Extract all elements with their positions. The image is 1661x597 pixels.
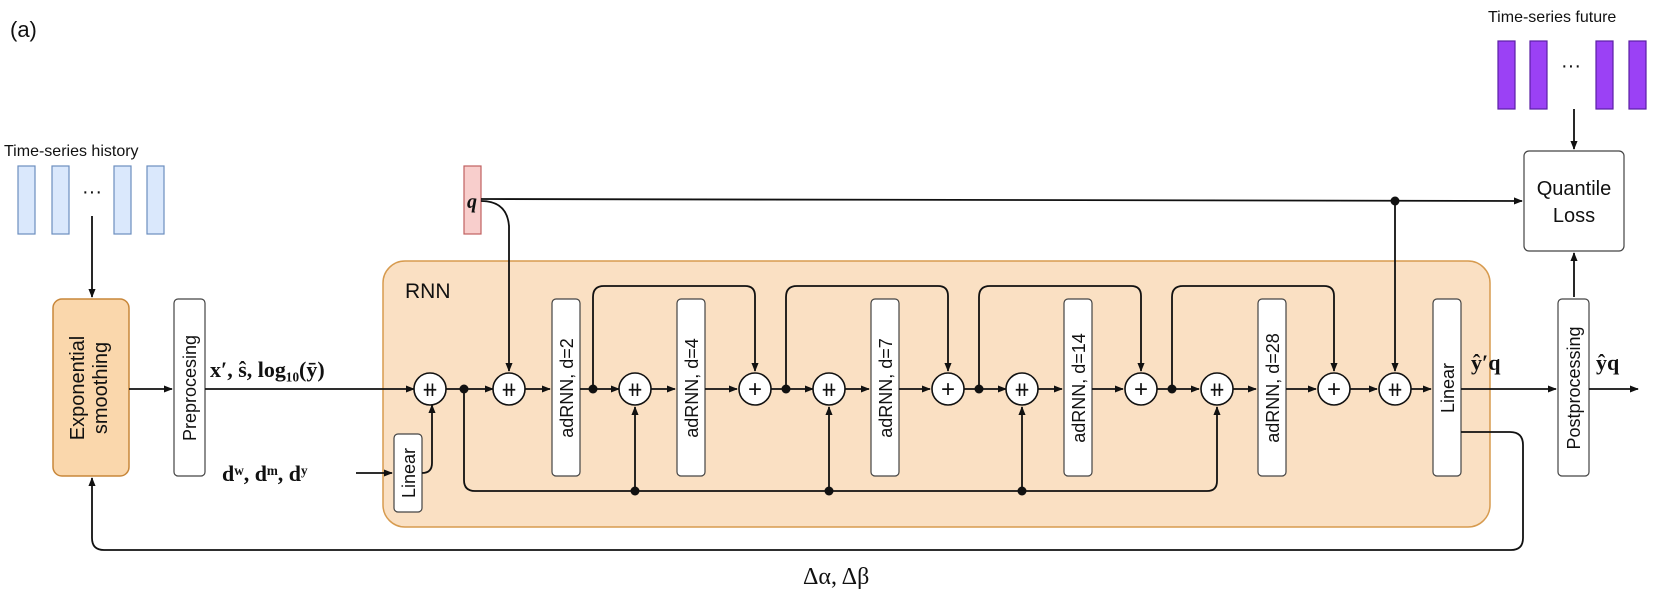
adrnn-block: adRNN, d=4 [676,298,706,477]
add-symbol: + [748,376,762,403]
future-bar [1529,40,1548,110]
adrnn-label: adRNN, d=2 [557,338,577,438]
future-bar [1595,40,1614,110]
concat-symbol: ⧺ [627,379,644,401]
add-operator: + [738,372,772,406]
concat-operator: ⧺ [1200,372,1234,406]
add-symbol: + [1134,376,1148,403]
adrnn-label: adRNN, d=7 [876,338,896,438]
add-operator: + [931,372,965,406]
exponential-smoothing-block: Exponential smoothing [52,298,130,477]
exp-smoothing-line2: smoothing [90,342,112,434]
concat-symbol: ⧺ [821,379,838,401]
concat-symbol: ⧺ [1387,379,1404,401]
q-input: q [463,165,482,235]
adrnn-label: adRNN, d=28 [1263,333,1283,443]
panel-label: (a) [10,17,37,42]
future-bar [1497,40,1516,110]
quantile-loss-line1: Quantile [1537,178,1612,200]
time-series-future: Time-series future ··· [1488,9,1647,110]
yq-label: ŷq [1596,350,1620,375]
history-bar [146,165,165,235]
concat-operator: ⧺ [812,372,846,406]
postprocessing-label: Postprocessing [1564,326,1584,449]
future-label: Time-series future [1488,9,1616,26]
postprocessing-block: Postprocessing [1557,298,1590,477]
connections [88,109,1639,551]
concat-symbol: ⧺ [422,379,439,401]
history-bar [113,165,132,235]
future-bar [1628,40,1647,110]
yq-prime-label: ŷ′q [1471,350,1501,375]
adrnn-label: adRNN, d=14 [1069,333,1089,443]
future-dots: ··· [1561,55,1581,77]
adrnn-block: adRNN, d=2 [551,298,581,477]
history-bar [17,165,36,235]
linear-output-label: Linear [1438,363,1458,413]
linear-input-label: Linear [399,448,419,498]
feedback-label: Δα, Δβ [803,564,869,590]
junction-dot [1017,486,1027,496]
adrnn-block: adRNN, d=7 [870,298,900,477]
concat-symbol: ⧺ [501,379,518,401]
features-label: x′, ŝ, log₁₀(ȳ) [210,357,325,382]
junction-dot [459,384,469,394]
preprocessing-block: Preprocesing [173,298,206,477]
concat-symbol: ⧺ [1209,379,1226,401]
adrnn-block: adRNN, d=14 [1063,298,1093,477]
preprocessing-label: Preprocesing [180,335,200,441]
q-label: q [467,191,477,213]
history-bar [51,165,70,235]
concat-operator: ⧺ [1378,372,1412,406]
junction-dot [1167,384,1177,394]
junction-dot [588,384,598,394]
history-dots: ··· [82,181,102,203]
junction-dot [1390,196,1400,206]
time-series-history: Time-series history ··· [4,143,165,235]
linear-output-block: Linear [1432,298,1462,477]
exp-smoothing-line1: Exponential [67,336,89,441]
junction-dot [974,384,984,394]
rnn-label: RNN [405,280,451,303]
adrnn-label: adRNN, d=4 [682,338,702,438]
concat-operator: ⧺ [1005,372,1039,406]
adrnn-block: adRNN, d=28 [1257,298,1287,477]
junction-dots [459,196,1400,496]
concat-symbol: ⧺ [1014,379,1031,401]
history-label: Time-series history [4,143,139,160]
junction-dot [824,486,834,496]
concat-operator: ⧺ [492,372,526,406]
concat-operator: ⧺ [413,372,447,406]
junction-dot [630,486,640,496]
add-operator: + [1317,372,1351,406]
add-operator: + [1124,372,1158,406]
dummies-label: dʷ, dᵐ, dʸ [222,461,308,486]
quantile-loss-line2: Loss [1553,205,1595,227]
concat-operator: ⧺ [618,372,652,406]
add-symbol: + [941,376,955,403]
junction-dot [781,384,791,394]
quantile-loss-block: Quantile Loss [1523,150,1625,252]
linear-input-block: Linear [393,433,423,513]
add-symbol: + [1327,376,1341,403]
